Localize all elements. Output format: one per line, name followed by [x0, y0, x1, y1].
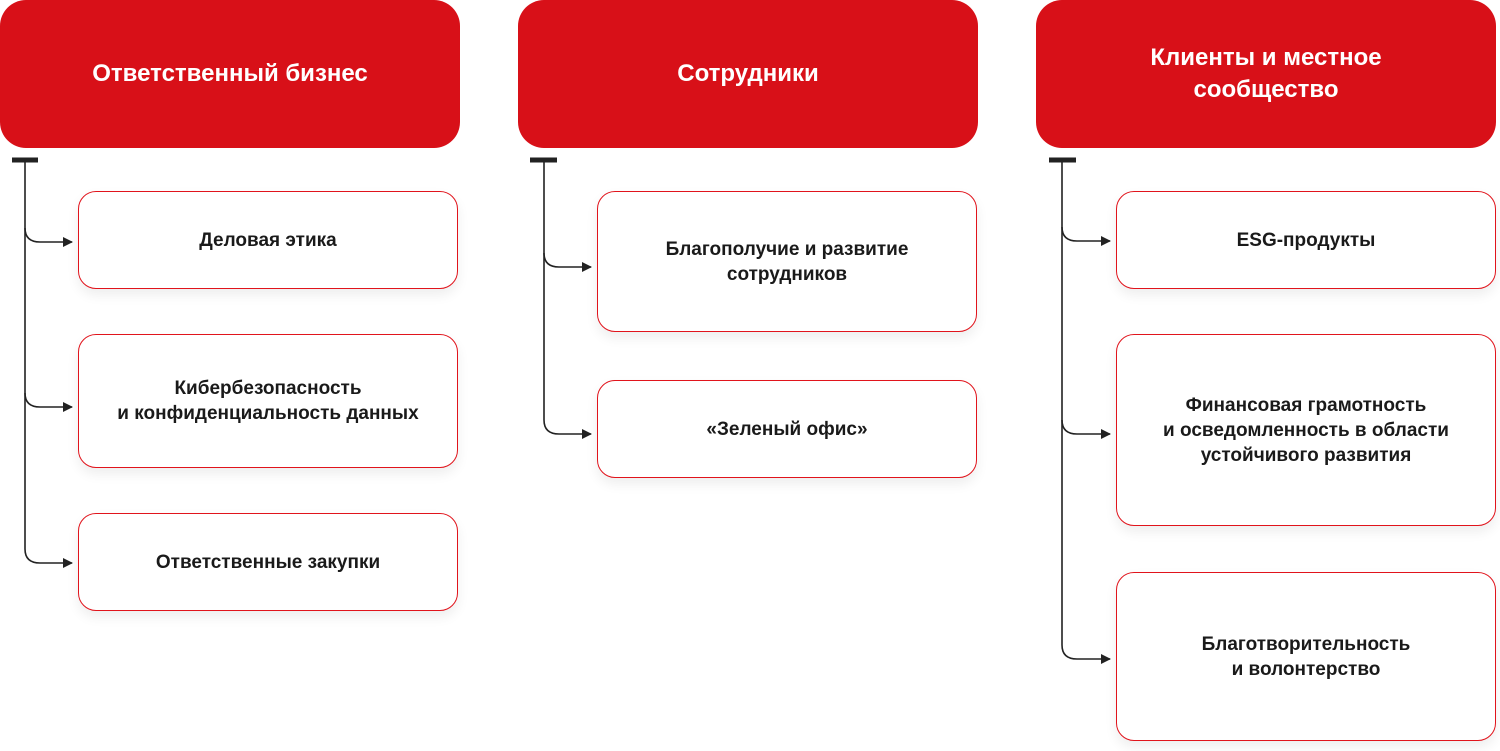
header-clients-community: Клиенты и местное сообщество: [1036, 0, 1496, 148]
arrow-2-2: [543, 253, 592, 439]
arrow-1-1: [24, 160, 73, 247]
arrow-1-3: [24, 393, 73, 568]
node-green-office: «Зеленый офис»: [597, 380, 977, 478]
node-responsible-procurement: Ответственные закупки: [78, 513, 458, 611]
node-esg-products: ESG-продукты: [1116, 191, 1496, 289]
node-employee-wellbeing: Благополучие и развитие сотрудников: [597, 191, 977, 332]
header-employees: Сотрудники: [518, 0, 978, 148]
node-charity-volunteering: Благотворительность и волонтерство: [1116, 572, 1496, 741]
arrow-1-2: [24, 228, 73, 412]
arrow-3-1: [1061, 160, 1111, 246]
arrow-3-2: [1061, 227, 1111, 439]
header-responsible-business: Ответственный бизнес: [0, 0, 460, 148]
node-cybersecurity: Кибербезопасность и конфиденциальность д…: [78, 334, 458, 468]
node-business-ethics: Деловая этика: [78, 191, 458, 289]
arrow-2-1: [543, 160, 592, 272]
node-financial-literacy: Финансовая грамотность и осведомленность…: [1116, 334, 1496, 526]
arrow-3-3: [1061, 420, 1111, 664]
